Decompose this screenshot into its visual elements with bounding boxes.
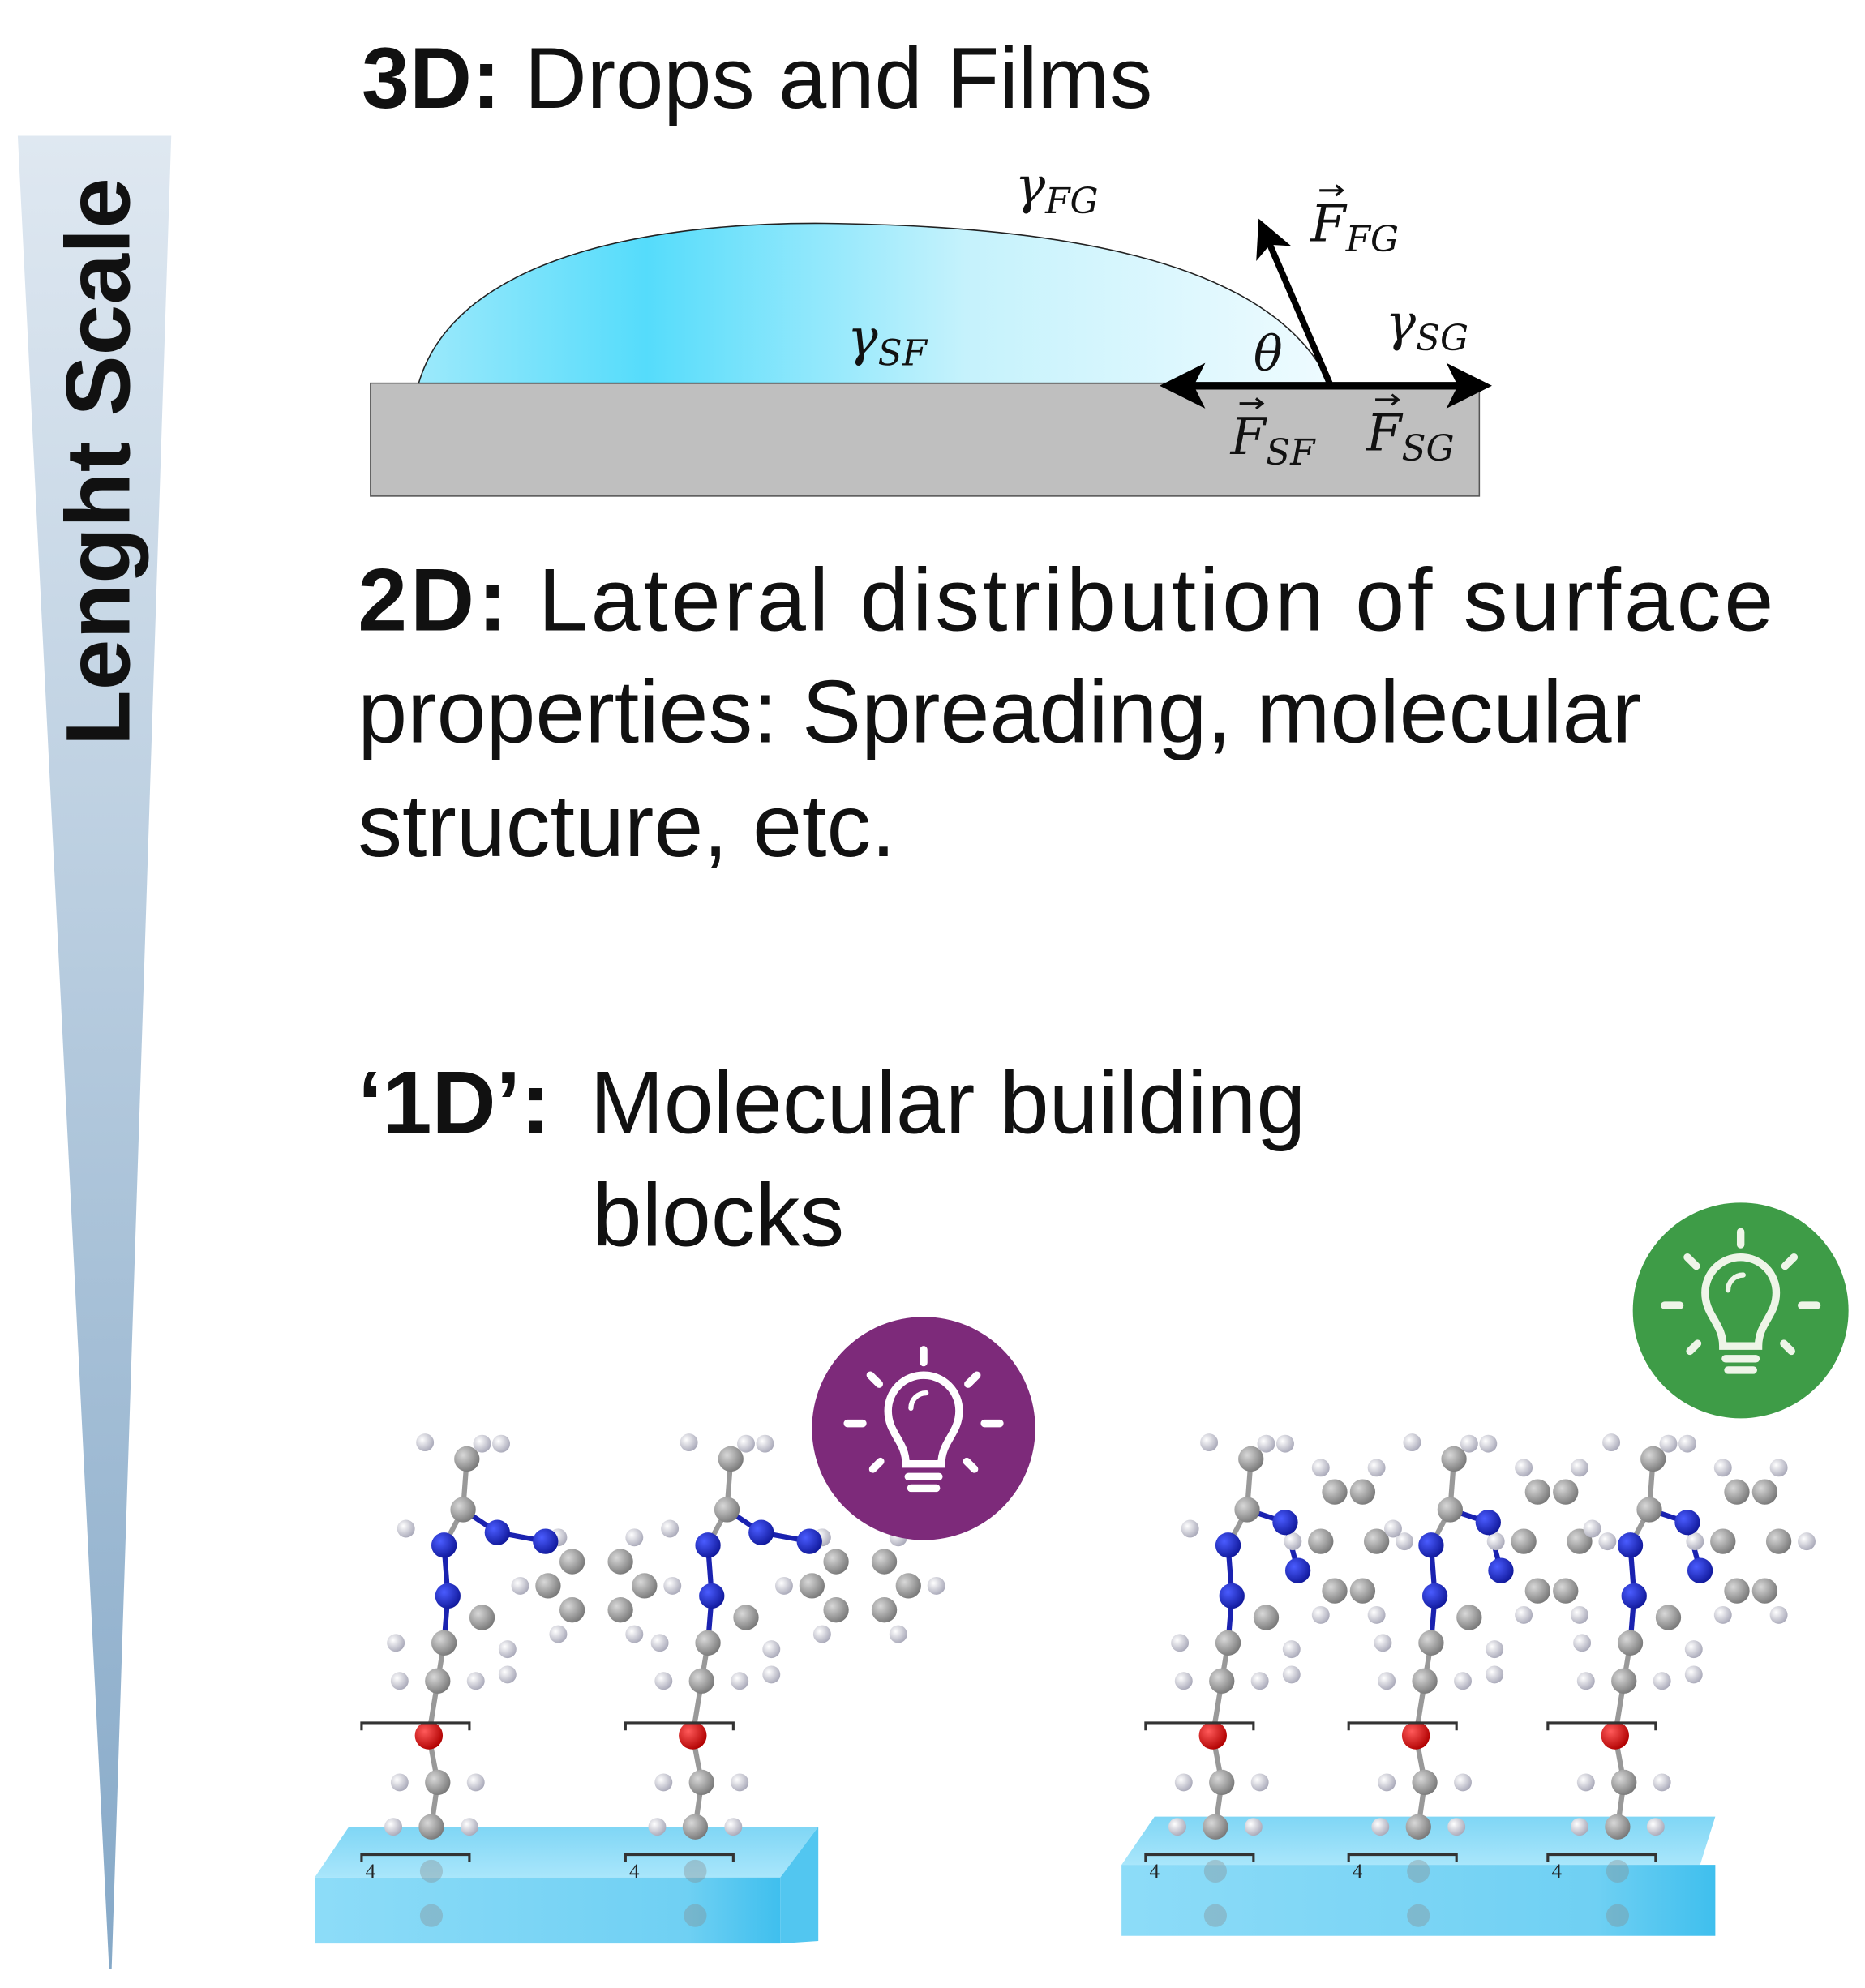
bracket-label: 4: [629, 1861, 640, 1883]
vector-arrow-icon: [1239, 397, 1265, 410]
length-scale-wedge: [17, 135, 172, 1969]
gamma-fg-label: γFG: [1015, 156, 1099, 222]
molecules-layer: 4 4 4 4 4: [360, 1433, 1816, 1927]
gamma-sf-label: γSF: [847, 308, 928, 375]
svg-text:FSF: FSF: [1230, 407, 1316, 473]
force-sg-label: FSG: [1366, 393, 1455, 470]
section-3d-heading: 3D: Drops and Films: [362, 30, 1152, 126]
lightbulb-icon: [1661, 1228, 1821, 1374]
lightbulb-on-badge: [1632, 1202, 1849, 1419]
force-sf-label: FSF: [1230, 397, 1316, 473]
gamma-sg-label: γSG: [1386, 293, 1468, 359]
svg-text:2D: Lateral distribution of su: 2D: Lateral distribution of surface: [358, 551, 1773, 650]
theta-label: θ: [1254, 327, 1283, 383]
section-2d-line: structure, etc.: [358, 777, 895, 876]
svg-text:FFG: FFG: [1310, 194, 1399, 260]
molecule: 4: [1546, 1433, 1816, 1927]
molecule: 4: [624, 1433, 945, 1927]
length-scale-label: Lenght Scale: [47, 178, 149, 746]
force-fg-label: FFG: [1310, 184, 1399, 260]
liquid-drop: [418, 222, 1331, 384]
left-substrate-slab: [315, 1827, 819, 1944]
section-2d-prefix: 2D:: [358, 551, 507, 650]
section-1d-line: Molecular building: [590, 1053, 1306, 1152]
bracket-label: 4: [1552, 1861, 1563, 1883]
section-2d-line: Lateral distribution of surface: [538, 551, 1774, 650]
section-3d-title: Drops and Films: [525, 30, 1152, 126]
svg-text:FSG: FSG: [1366, 404, 1454, 470]
bracket-label: 4: [1353, 1861, 1363, 1883]
drop-contact-angle-diagram: γFG γSF γSG θ FFG FSF FSG: [370, 156, 1492, 497]
section-1d: ‘1D’: Molecular building blocks: [358, 1053, 1306, 1265]
molecule: 4: [1144, 1433, 1413, 1927]
force-fg-arrow: [1256, 218, 1333, 385]
substrate: [370, 382, 1481, 497]
vector-arrow-icon: [1375, 393, 1400, 406]
molecule: 4: [360, 1433, 682, 1927]
section-2d: 2D: Lateral distribution of surface prop…: [358, 551, 1773, 876]
section-2d-line: properties: Spreading, molecular: [358, 662, 1641, 761]
section-3d-prefix: 3D:: [362, 30, 500, 126]
bracket-label: 4: [366, 1861, 376, 1883]
section-1d-prefix: ‘1D’:: [358, 1053, 550, 1152]
right-substrate-slab: [1121, 1816, 1716, 1936]
vector-arrow-icon: [1319, 184, 1344, 197]
lightbulb-off-badge: [812, 1317, 1035, 1540]
lightbulb-icon: [843, 1346, 1004, 1493]
section-1d-line: blocks: [593, 1167, 844, 1266]
molecule: 4: [1347, 1433, 1617, 1927]
bracket-label: 4: [1150, 1861, 1160, 1883]
